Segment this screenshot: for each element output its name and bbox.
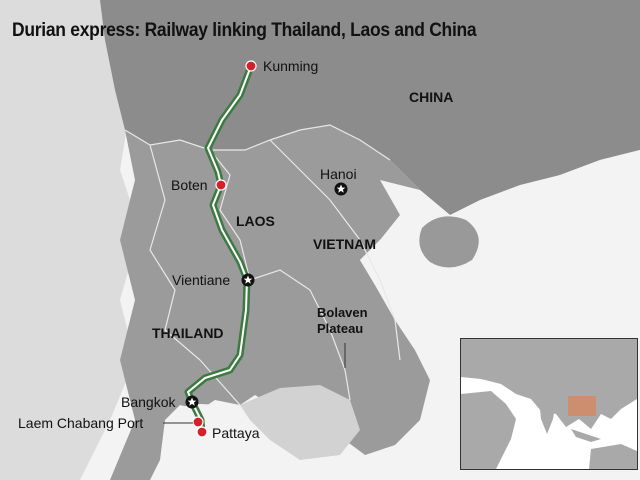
label-boten: Boten — [171, 177, 208, 193]
country-borders — [124, 124, 401, 406]
label-hanoi: Hanoi — [320, 166, 357, 182]
label-laos: LAOS — [236, 213, 275, 229]
label-china: CHINA — [409, 89, 454, 105]
label-vientiane: Vientiane — [172, 272, 231, 288]
land-hainan-2 — [419, 216, 479, 268]
railway-stops — [192, 60, 257, 438]
land-china — [100, 0, 640, 215]
sea-gulf-thailand — [175, 404, 300, 480]
label-thailand: THAILAND — [152, 325, 224, 341]
stop-pattaya — [196, 426, 208, 438]
star-icon-vientiane — [241, 273, 255, 287]
label-vietnam: VIETNAM — [313, 236, 376, 252]
stop-kunming — [245, 60, 257, 72]
label-pattaya: Pattaya — [212, 425, 260, 441]
label-bangkok: Bangkok — [121, 394, 176, 410]
label-laem-chabang-port: Laem Chabang Port — [18, 415, 144, 431]
locator-inset-map — [460, 338, 638, 470]
star-icon-hanoi — [334, 182, 348, 196]
inset-highlight-region — [568, 396, 596, 416]
label-bolaven-plateau: Bolaven Plateau — [317, 305, 368, 336]
world-inset — [461, 339, 637, 469]
label-kunming: Kunming — [263, 58, 319, 74]
land-myanmar — [0, 0, 140, 480]
star-icon-bangkok — [185, 395, 199, 409]
stop-laem-chabang — [192, 416, 204, 428]
stop-boten — [215, 179, 227, 191]
map-title: Durian express: Railway linking Thailand… — [12, 20, 477, 41]
land-cambodia — [240, 385, 360, 460]
capital-markers — [185, 182, 348, 409]
